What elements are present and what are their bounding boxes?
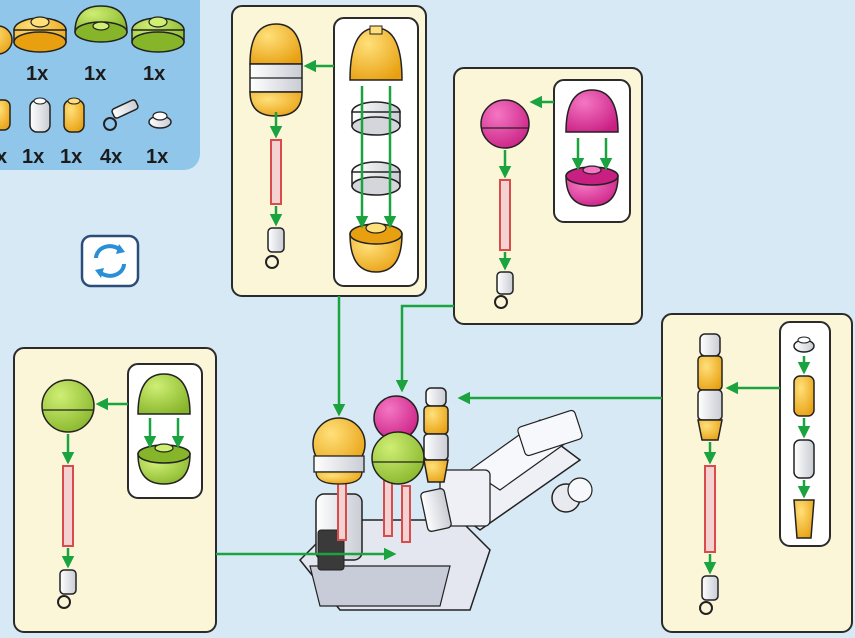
yellow-round-brick-part <box>794 376 814 416</box>
model-yellow-head <box>313 418 365 484</box>
part-white-round-brick-icon <box>30 98 50 132</box>
white-round-brick-part <box>794 440 814 478</box>
part-qty: 1x <box>60 146 82 168</box>
parts-list-panel: 1x 1x 1x x 1x 1x 4x 1x <box>0 0 200 170</box>
part-yellow-round-brick-icon <box>64 98 84 132</box>
magenta-base-part <box>566 166 618 206</box>
part-lime-round-plate-icon <box>132 17 184 52</box>
step-panel-lime <box>14 348 216 632</box>
red-axle-part <box>500 180 510 250</box>
yellow-cone-part <box>794 500 814 538</box>
part-qty: x <box>0 146 7 168</box>
part-qty: 1x <box>26 63 48 85</box>
model-lime-head <box>372 432 424 484</box>
column-assembled <box>698 334 722 440</box>
step-panel-magenta <box>454 68 642 324</box>
lime-assembled-ball <box>42 380 94 432</box>
main-model <box>300 388 592 610</box>
part-yellow-cylinder-icon <box>0 100 10 130</box>
red-axle-part <box>63 466 73 546</box>
yellow-assembled-stack <box>250 24 302 116</box>
rotate-icon[interactable] <box>82 236 138 286</box>
white-round-plate-part <box>352 102 400 135</box>
part-qty: 1x <box>143 63 165 85</box>
part-qty: 1x <box>84 63 106 85</box>
part-lime-dome-open-icon <box>75 6 127 42</box>
part-qty: 1x <box>146 146 168 168</box>
red-axle-part <box>271 140 281 204</box>
step-panel-yellow <box>232 6 426 296</box>
red-axle-part <box>705 466 715 552</box>
magenta-assembled-ball <box>481 100 529 148</box>
yellow-dome-base-part <box>350 223 402 272</box>
part-qty: 1x <box>22 146 44 168</box>
part-yellow-round-plate-icon <box>14 17 66 52</box>
part-qty: 4x <box>100 146 122 168</box>
lime-base-part <box>138 444 190 484</box>
step-panel-column <box>662 314 852 632</box>
white-round-plate-part <box>352 162 400 195</box>
model-column <box>420 388 452 532</box>
